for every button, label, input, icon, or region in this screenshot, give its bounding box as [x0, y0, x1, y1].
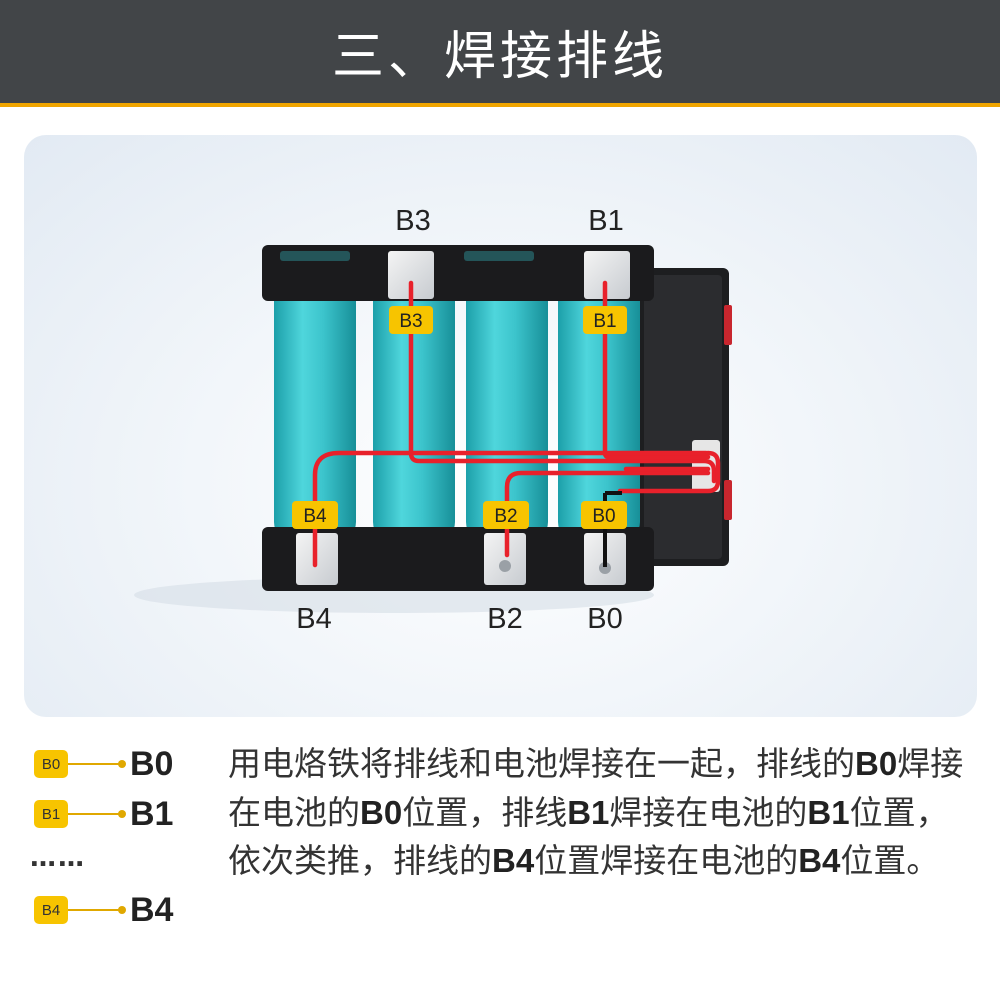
nickel-tab-b3 — [388, 251, 434, 299]
battery-cell — [466, 247, 548, 542]
legend-connector — [68, 760, 126, 768]
legend-row: B4 B4 — [34, 890, 173, 930]
wire-tag-b2: B2 — [483, 501, 529, 529]
legend-label: B0 — [130, 744, 174, 783]
diagram-panel: B3 B1 B4 B2 B0 B3 B1 B4 B2 B0 — [24, 135, 977, 717]
battery-cell — [274, 247, 356, 542]
legend-chip: B0 — [34, 750, 68, 778]
callout-label: B1 — [588, 205, 623, 237]
instruction-text: 用电烙铁将排线和电池焊接在一起，排线的B0焊接在电池的B0位置，排线B1焊接在电… — [228, 744, 964, 880]
battery-cells — [274, 247, 640, 542]
svg-text:B4: B4 — [303, 506, 327, 527]
wire-tag-b3: B3 — [389, 306, 433, 334]
nickel-tab-b2 — [484, 533, 526, 585]
page-title: 三、焊接排线 — [331, 27, 668, 87]
svg-text:B1: B1 — [593, 311, 616, 332]
callout-label: B4 — [296, 603, 331, 635]
top-cell-holder — [262, 245, 654, 301]
legend-connector — [68, 906, 126, 914]
legend-chip: B4 — [34, 896, 68, 924]
legend-connector — [68, 810, 126, 818]
svg-text:B2: B2 — [494, 506, 517, 527]
header-bar: 三、焊接排线 — [0, 0, 1000, 107]
nickel-tab-b1 — [584, 251, 630, 299]
callout-label: B3 — [395, 205, 430, 237]
battery-pack-diagram: B3 B1 B4 B2 B0 B3 B1 B4 B2 B0 — [134, 205, 732, 635]
wire-tag-b4: B4 — [292, 501, 338, 529]
callout-label: B2 — [487, 603, 522, 635]
legend-label: B4 — [130, 890, 174, 929]
legend-row: B1 B1 — [34, 794, 173, 834]
wire-tag-b0: B0 — [581, 501, 627, 529]
wire-tag-b1: B1 — [583, 306, 627, 334]
callout-label: B0 — [587, 603, 622, 635]
legend-row: B0 B0 — [34, 744, 173, 784]
legend-chip: B1 — [34, 800, 68, 828]
legend-ellipsis: …… — [30, 843, 86, 873]
legend-label: B1 — [130, 794, 174, 833]
bms-module — [639, 268, 732, 566]
bottom-cell-holder — [262, 527, 654, 591]
svg-text:B0: B0 — [592, 506, 615, 527]
wire-harness — [312, 280, 721, 568]
legend: B0 B0 B1 B1 B4 B4 — [34, 740, 204, 940]
svg-text:B3: B3 — [399, 311, 422, 332]
